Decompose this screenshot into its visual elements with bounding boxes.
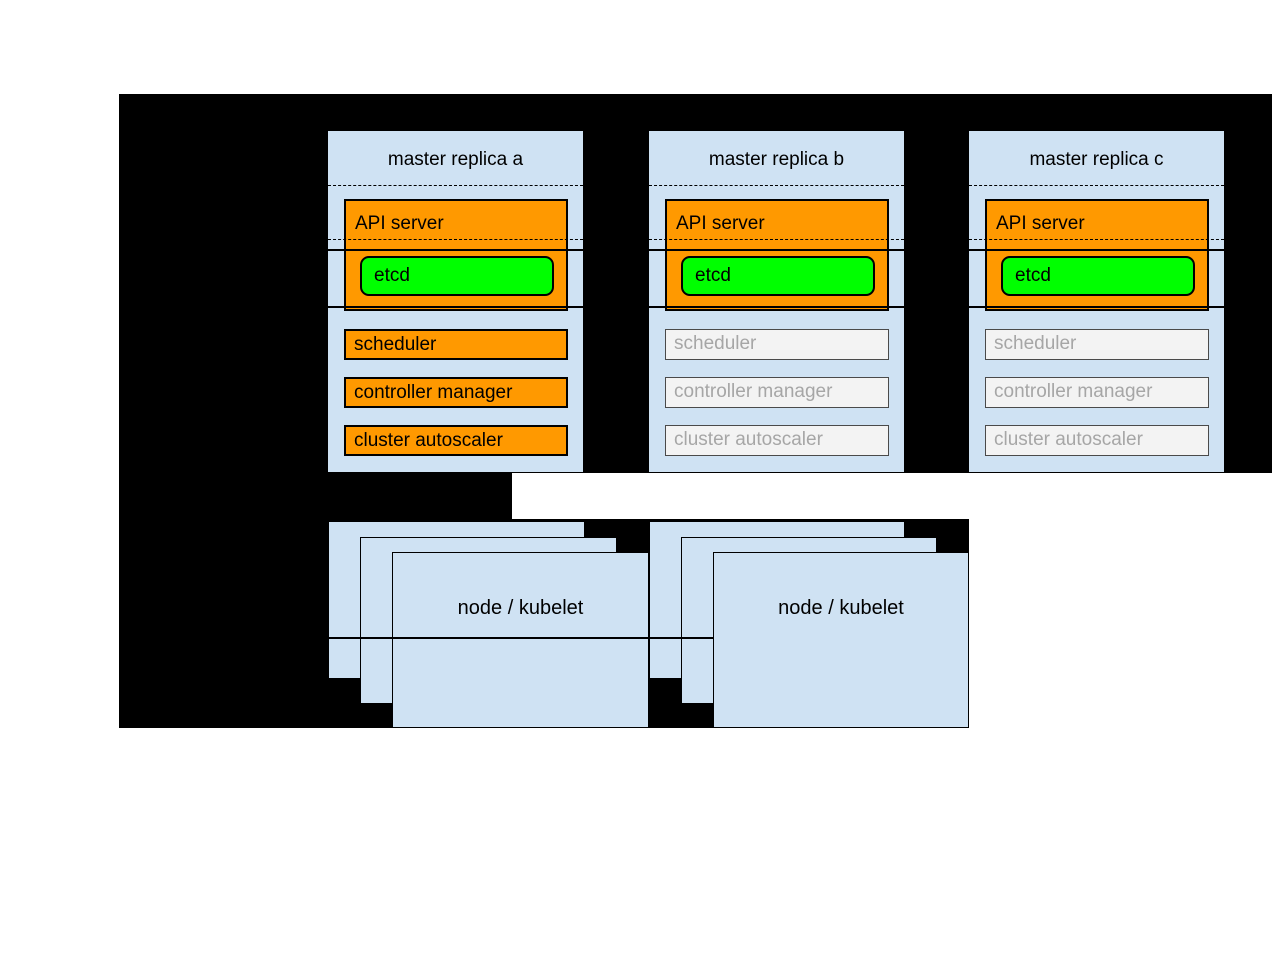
- master-replica-c: master replica c API server etcd schedul…: [968, 130, 1225, 473]
- zone-dashed-line: [969, 239, 1224, 240]
- cluster-autoscaler-box: cluster autoscaler: [665, 425, 889, 456]
- master-node-connector-line: [328, 637, 713, 639]
- etcd-box: etcd: [360, 256, 554, 296]
- scheduler-box: scheduler: [344, 329, 568, 360]
- node-kubelet-label: node / kubelet: [778, 597, 904, 619]
- node-box-front: node / kubelet: [713, 552, 969, 728]
- controller-manager-box: controller manager: [985, 377, 1209, 408]
- separator-line: [969, 306, 1224, 308]
- separator-line: [649, 249, 904, 251]
- separator-line: [649, 306, 904, 308]
- api-server-label: API server: [355, 213, 444, 234]
- separator-line: [328, 249, 583, 251]
- etcd-box: etcd: [681, 256, 875, 296]
- node-kubelet-label: node / kubelet: [457, 597, 584, 619]
- controller-manager-box: controller manager: [665, 377, 889, 408]
- controller-manager-box: controller manager: [344, 377, 568, 408]
- zone-dashed-line: [969, 185, 1224, 186]
- replica-title: master replica c: [1029, 149, 1164, 170]
- api-server-label: API server: [676, 213, 765, 234]
- separator-line: [328, 306, 583, 308]
- zone-dashed-line: [649, 185, 904, 186]
- node-box-front: node / kubelet: [392, 552, 649, 728]
- zone-dashed-line: [328, 185, 583, 186]
- zone-dashed-line: [328, 239, 583, 240]
- api-server-box: API server etcd: [985, 199, 1209, 311]
- scheduler-box: scheduler: [665, 329, 889, 360]
- scheduler-box: scheduler: [985, 329, 1209, 360]
- master-replica-b: master replica b API server etcd schedul…: [648, 130, 905, 473]
- replica-title: master replica a: [387, 149, 524, 170]
- cluster-autoscaler-box: cluster autoscaler: [985, 425, 1209, 456]
- cluster-autoscaler-box: cluster autoscaler: [344, 425, 568, 456]
- etcd-box: etcd: [1001, 256, 1195, 296]
- api-server-label: API server: [996, 213, 1085, 234]
- replica-title: master replica b: [708, 149, 845, 170]
- master-replica-a: master replica a API server etcd schedul…: [327, 130, 584, 473]
- api-server-box: API server etcd: [344, 199, 568, 311]
- zone-dashed-line: [649, 239, 904, 240]
- separator-line: [969, 249, 1224, 251]
- api-server-box: API server etcd: [665, 199, 889, 311]
